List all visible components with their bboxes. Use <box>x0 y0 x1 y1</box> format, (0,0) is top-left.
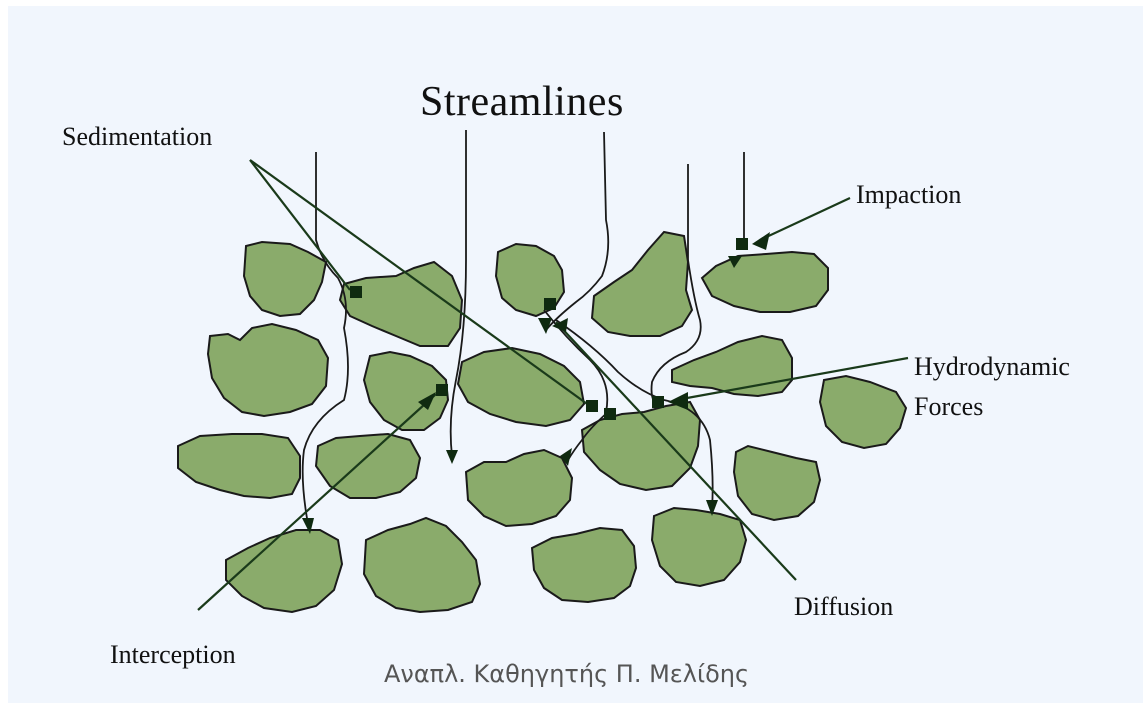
particle-mid <box>604 408 616 420</box>
grain-18 <box>532 528 636 602</box>
grain-1 <box>244 242 326 316</box>
grain-16 <box>226 530 342 612</box>
grain-5 <box>702 252 828 312</box>
particle-interception <box>436 384 448 396</box>
label-sedimentation: Sedimentation <box>62 122 212 152</box>
grains <box>178 232 906 612</box>
grain-19 <box>652 508 746 586</box>
grain-2 <box>340 262 462 346</box>
grain-10 <box>820 376 906 448</box>
leader-impaction <box>760 198 850 240</box>
particle-hydrodynamic <box>652 396 664 408</box>
label-hydrodynamic-line2: Forces <box>914 392 983 422</box>
grain-4 <box>592 232 692 336</box>
arrowhead-impaction <box>752 232 770 250</box>
particle-sedimentation <box>350 286 362 298</box>
arrowhead-stream-2 <box>446 450 458 464</box>
particle-impaction <box>736 238 748 250</box>
label-interception: Interception <box>110 640 236 670</box>
grain-9 <box>672 336 792 396</box>
grain-6 <box>208 324 328 416</box>
grain-13 <box>466 450 572 526</box>
grain-7 <box>364 352 448 430</box>
credit-text: Αναπλ. Καθηγητής Π. Μελίδης <box>384 660 749 688</box>
label-impaction: Impaction <box>856 180 961 210</box>
label-hydrodynamic-line1: Hydrodynamic <box>914 352 1070 382</box>
grain-17 <box>364 518 480 612</box>
grain-15 <box>734 446 820 520</box>
grain-11 <box>178 434 300 498</box>
grain-14 <box>582 402 700 490</box>
diagram-title: Streamlines <box>420 78 624 126</box>
particle-diffusion <box>544 298 556 310</box>
label-diffusion: Diffusion <box>794 592 893 622</box>
particle-sedimentation-2 <box>586 400 598 412</box>
